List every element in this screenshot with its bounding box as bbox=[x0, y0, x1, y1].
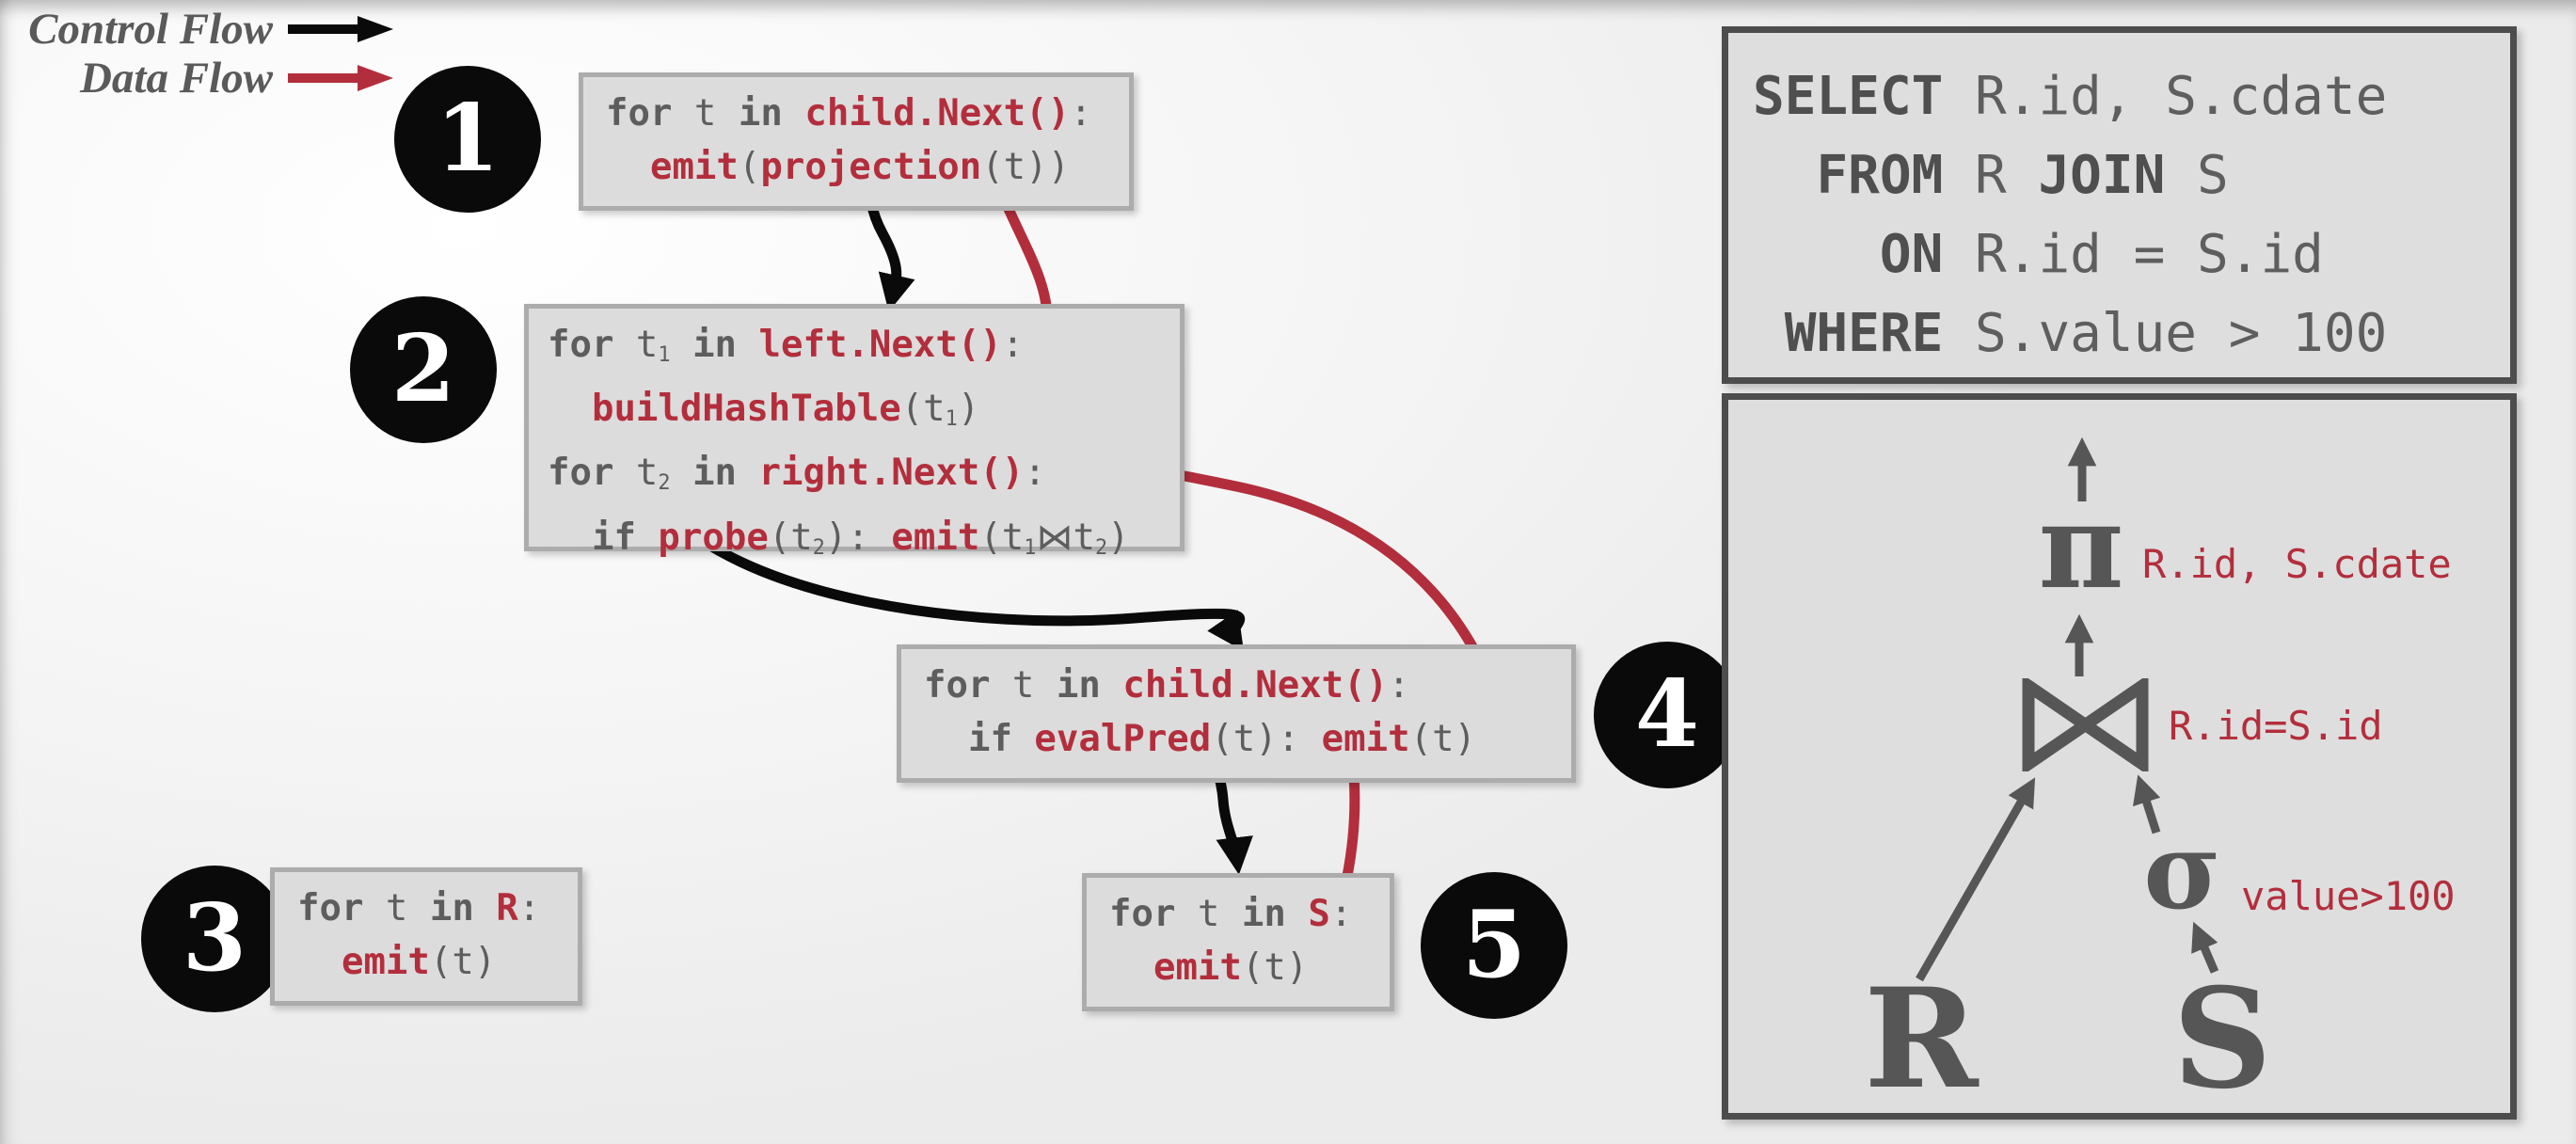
join-predicate-label: R.id=S.id bbox=[2169, 703, 2383, 749]
legend: Control Flow Data Flow bbox=[13, 6, 397, 102]
selection-predicate-label: value>100 bbox=[2241, 873, 2456, 919]
table-r-label: R bbox=[1864, 959, 1979, 1120]
badge-number: 3 bbox=[182, 884, 247, 993]
badge-number: 4 bbox=[1634, 660, 1700, 769]
sql-line: FROM R JOIN S bbox=[1816, 145, 2229, 206]
sql-line: ON R.id = S.id bbox=[1879, 224, 2324, 285]
operator-box-1-projection: for t in child.Next(): emit(projection(t… bbox=[579, 72, 1134, 211]
selection-operator-symbol: σ bbox=[2143, 810, 2221, 933]
code-line: emit(t) bbox=[341, 941, 497, 983]
code-line: if probe(t2): emit(t1⋈t2) bbox=[591, 516, 1130, 560]
sql-line: SELECT R.id, S.cdate bbox=[1753, 66, 2388, 127]
join-bowtie-icon bbox=[2022, 678, 2149, 771]
operator-box-2-hash-join: for t1 in left.Next(): buildHashTable(t1… bbox=[524, 304, 1185, 560]
control-flow-arrow-icon bbox=[288, 16, 393, 42]
code-line: for t1 in left.Next(): bbox=[548, 324, 1025, 368]
plan-arrow-r-to-join bbox=[1916, 777, 2036, 982]
sql-query-panel: SELECT R.id, S.cdate FROM R JOIN S ON R.… bbox=[1722, 26, 2517, 384]
operator-box-3-scan-r: for t in R: emit(t) bbox=[270, 867, 582, 1006]
projection-operator-symbol: π bbox=[2038, 479, 2124, 615]
table-s-label: S bbox=[2172, 959, 2272, 1120]
legend-data-flow: Data Flow bbox=[13, 55, 397, 102]
operator-badge-4: 4 bbox=[1594, 642, 1741, 788]
data-flow-arrow-icon bbox=[288, 65, 393, 91]
legend-data-flow-label: Data Flow bbox=[79, 53, 273, 103]
projection-columns-label: R.id, S.cdate bbox=[2142, 541, 2452, 587]
code-line: for t in child.Next(): bbox=[606, 92, 1092, 135]
code-line: for t in R: bbox=[297, 887, 541, 930]
code-line: for t2 in right.Next(): bbox=[548, 452, 1046, 496]
badge-number: 1 bbox=[435, 85, 501, 193]
legend-control-flow-label: Control Flow bbox=[28, 4, 273, 54]
operator-badge-5: 5 bbox=[1421, 872, 1567, 1019]
query-plan-panel: π R.id, S.cdate R.id=S.id σ value>100 R … bbox=[1722, 393, 2517, 1120]
code-line: emit(projection(t)) bbox=[649, 146, 1071, 188]
operator-badge-1: 1 bbox=[394, 66, 541, 213]
code-line: for t in child.Next(): bbox=[924, 664, 1410, 707]
operator-badge-2: 2 bbox=[350, 296, 497, 443]
operator-box-5-scan-s: for t in S: emit(t) bbox=[1082, 873, 1394, 1011]
badge-number: 2 bbox=[390, 315, 456, 423]
code-line: buildHashTable(t1) bbox=[591, 388, 980, 432]
sql-line: WHERE S.value > 100 bbox=[1784, 303, 2388, 364]
operator-badge-3: 3 bbox=[141, 866, 288, 1012]
badge-number: 5 bbox=[1461, 891, 1527, 999]
legend-control-flow: Control Flow bbox=[13, 6, 397, 53]
code-line: emit(t) bbox=[1153, 946, 1309, 989]
code-line: for t in S: bbox=[1109, 893, 1353, 935]
operator-box-4-selection: for t in child.Next(): if evalPred(t): e… bbox=[897, 644, 1576, 783]
code-line: if evalPred(t): emit(t) bbox=[967, 718, 1477, 760]
